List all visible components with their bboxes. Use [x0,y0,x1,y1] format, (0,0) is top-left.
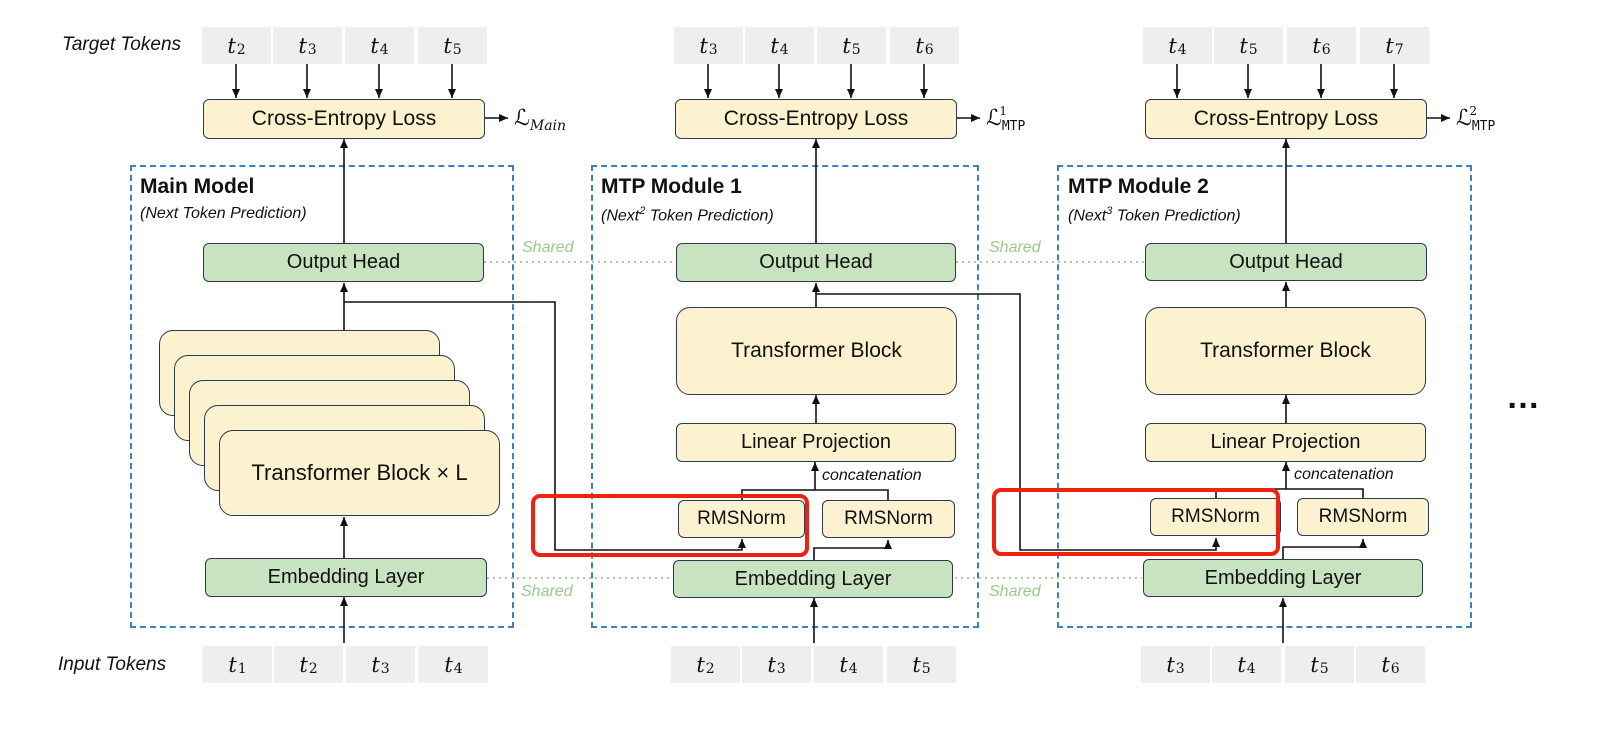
mtp1-output-head: Output Head [676,243,956,282]
mtp1-subtitle: (Next2 Token Prediction) [601,205,774,225]
mtp2-cross-entropy-loss: Cross-Entropy Loss [1145,99,1427,139]
mtp1-rmsnorm-right: RMSNorm [822,500,955,538]
mtp2-transformer-block: Transformer Block [1145,307,1426,395]
mtp1-linear-projection: Linear Projection [676,423,956,462]
mtp1-cross-entropy-loss: Cross-Entropy Loss [675,99,957,139]
mtp1-concatenation-label: concatenation [822,467,922,484]
mtp2-output-head: Output Head [1145,243,1427,281]
mtp1-transformer-block: Transformer Block [676,307,957,395]
mtp-module-2-frame [1057,165,1472,628]
input-tokens-label: Input Tokens [58,654,167,675]
mtp2-concatenation-label: concatenation [1294,466,1394,483]
shared-label-output-head-1: Shared [522,239,574,256]
main-model-subtitle: (Next Token Prediction) [140,205,307,222]
main-model-title: Main Model [140,175,255,198]
mtp2-linear-projection: Linear Projection [1145,423,1426,462]
main-output-head: Output Head [203,243,484,282]
shared-label-embedding-2: Shared [989,583,1041,600]
mtp2-rmsnorm-left: RMSNorm [1150,498,1281,536]
mtp1-rmsnorm-left: RMSNorm [678,500,805,538]
mtp1-title: MTP Module 1 [601,175,742,198]
mtp2-rmsnorm-right: RMSNorm [1297,498,1429,536]
mtp2-subtitle: (Next3 Token Prediction) [1068,205,1241,225]
mtp2-title: MTP Module 2 [1068,175,1209,198]
mtp1-loss-symbol: ℒMTP1 [986,104,1026,134]
shared-label-embedding-1: Shared [521,583,573,600]
mtp-module-1-frame [591,165,979,628]
highlight-box-mtp1 [531,494,809,557]
highlight-box-mtp2 [992,488,1280,556]
target-tokens-label: Target Tokens [62,34,182,55]
ellipsis-more-modules: … [1506,378,1540,416]
main-transformer-block: Transformer Block × L [219,430,500,516]
mtp2-loss-symbol: ℒMTP2 [1456,104,1496,134]
mtp2-embedding-layer: Embedding Layer [1143,559,1423,597]
mtp1-embedding-layer: Embedding Layer [673,560,953,598]
main-cross-entropy-loss: Cross-Entropy Loss [203,99,485,139]
shared-label-output-head-2: Shared [989,239,1041,256]
main-loss-symbol: ℒMain [514,106,567,134]
main-model-frame [130,165,514,628]
main-embedding-layer: Embedding Layer [205,558,487,597]
